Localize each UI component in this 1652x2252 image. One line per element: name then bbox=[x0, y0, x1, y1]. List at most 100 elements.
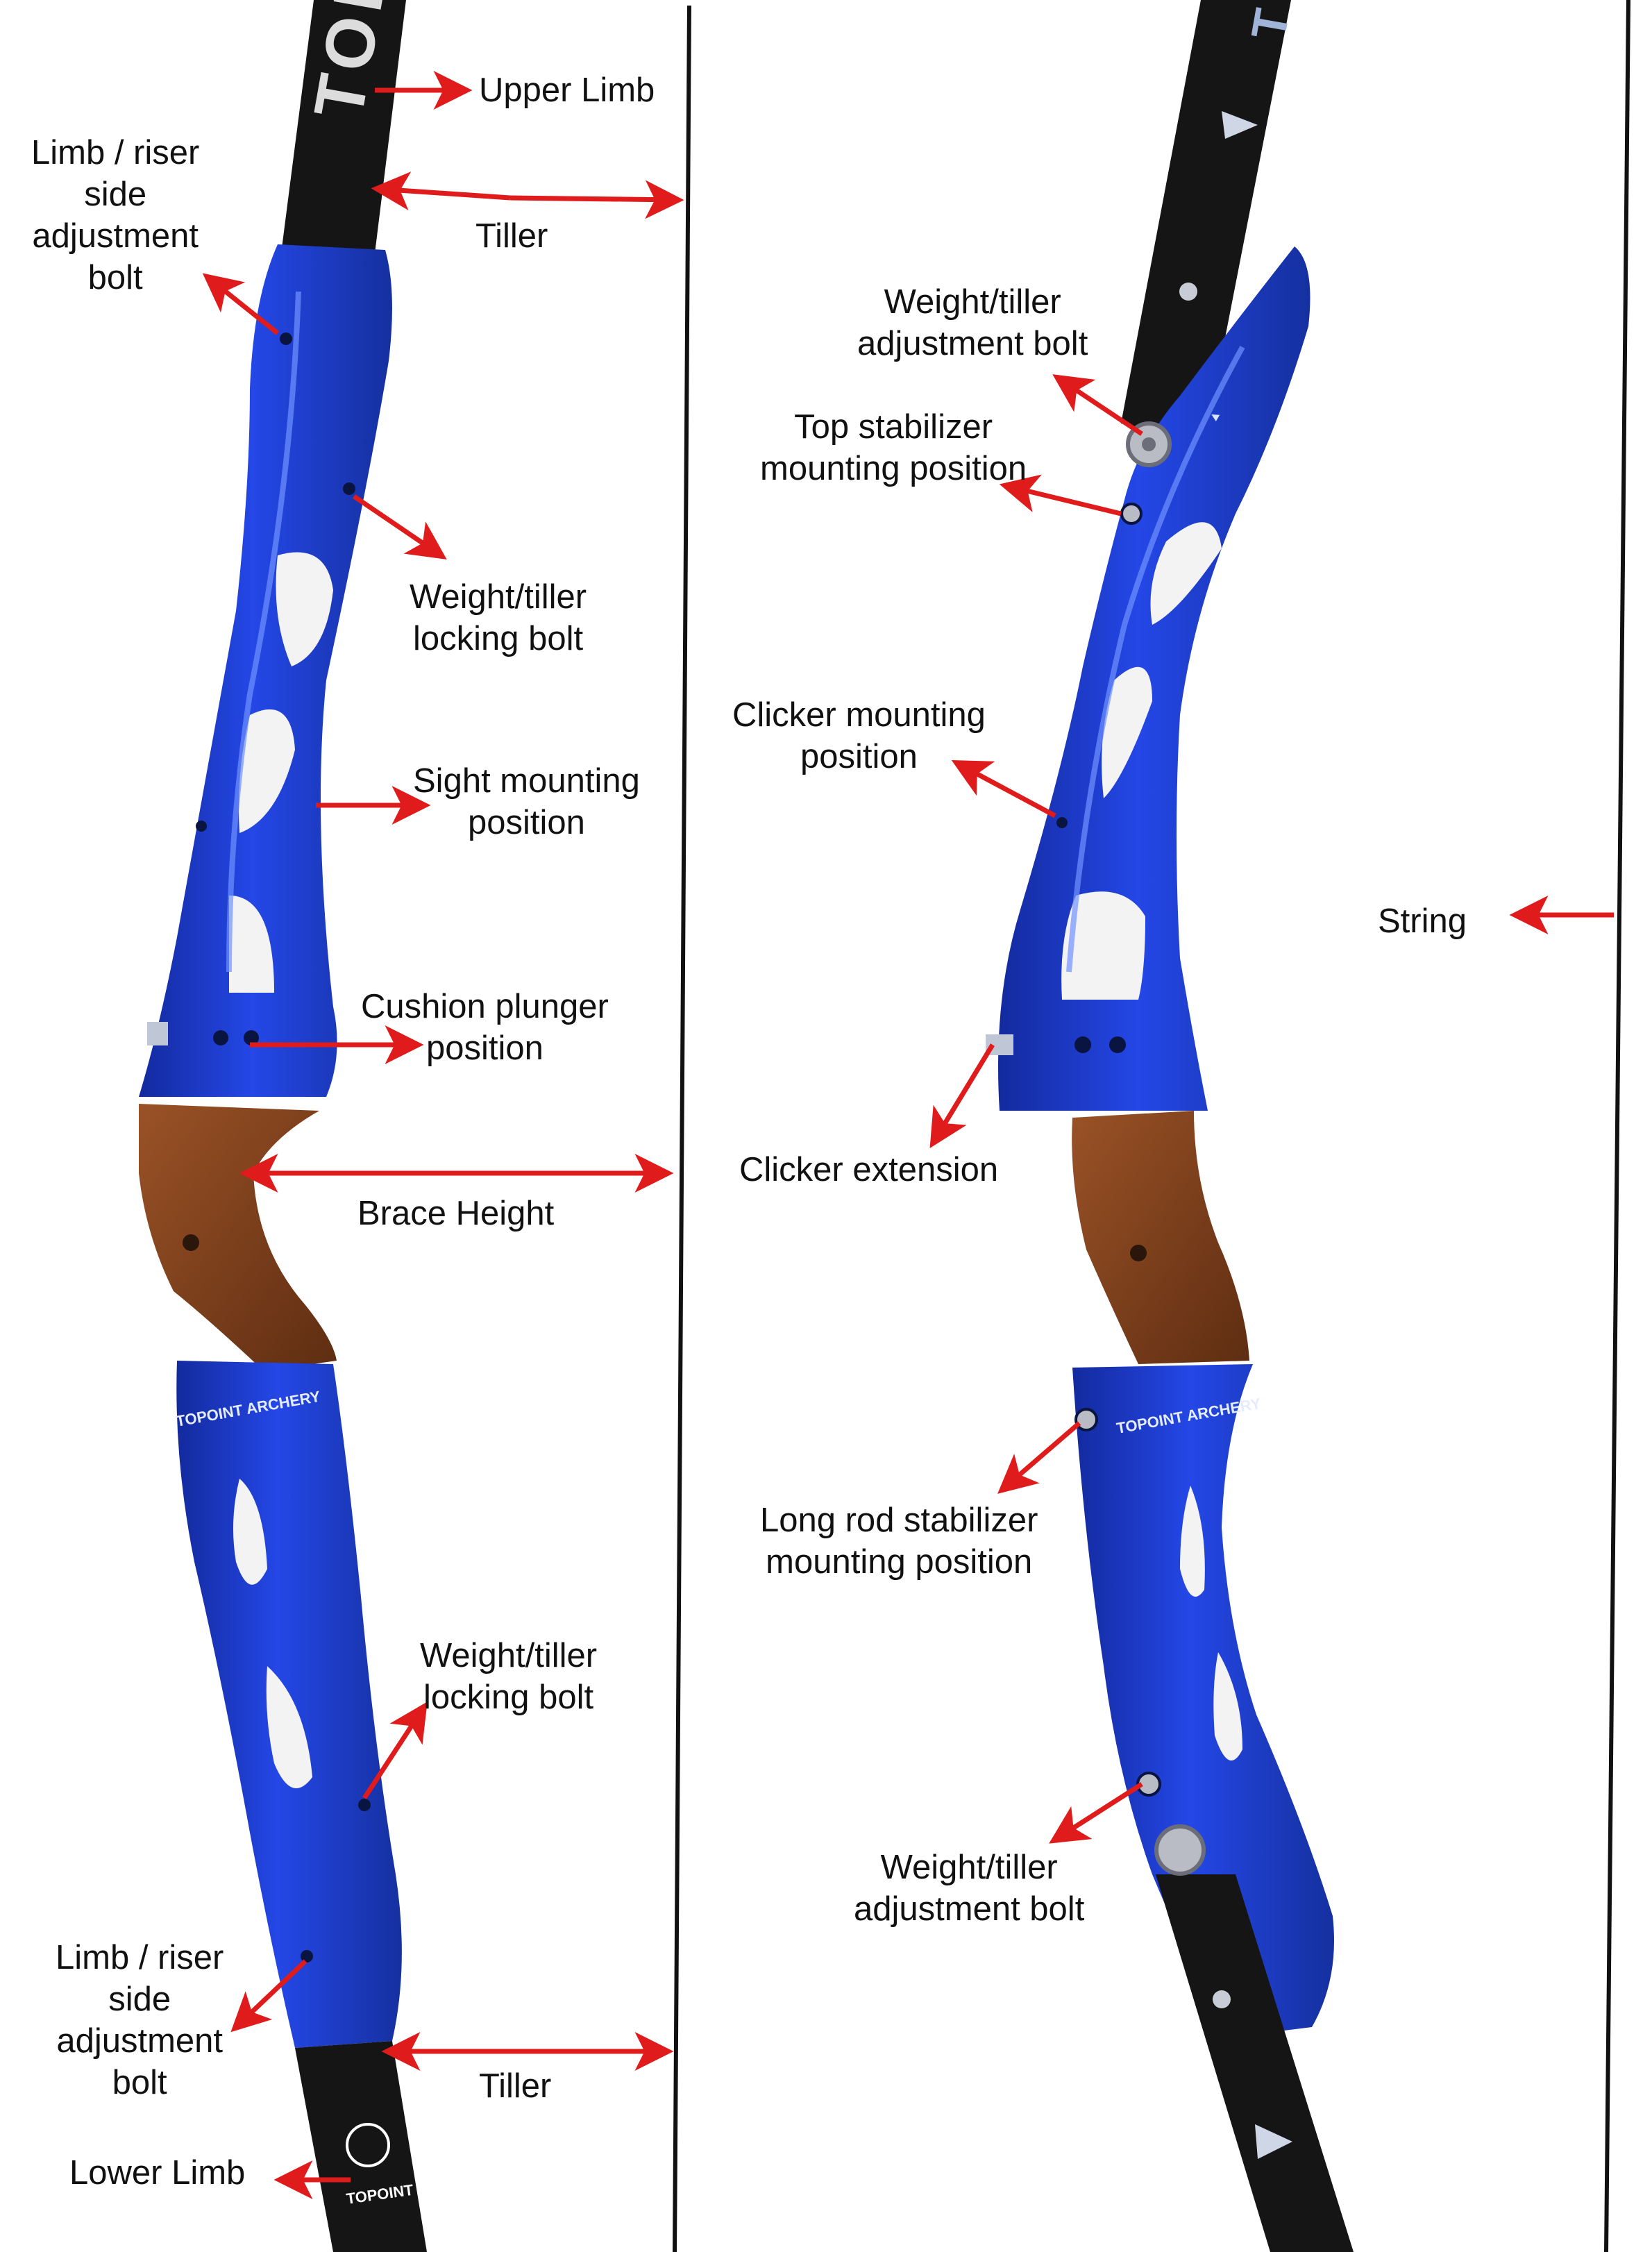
label-clicker-mounting: Clicker mounting position bbox=[732, 694, 986, 778]
label-line: mounting position bbox=[760, 450, 1027, 487]
right-plunger-hole-2 bbox=[1109, 1036, 1126, 1053]
left-upper-riser bbox=[139, 244, 392, 1097]
arrow-weight-adjust-top bbox=[1052, 374, 1143, 436]
label-upper-limb: Upper Limb bbox=[479, 72, 655, 109]
label-line: bolt bbox=[87, 259, 143, 296]
arrow-top-stabilizer bbox=[999, 474, 1122, 516]
left-upper-side-bolt bbox=[280, 333, 292, 345]
center-divider-line bbox=[673, 5, 691, 2252]
label-weight-locking-top: Weight/tiller locking bolt bbox=[410, 576, 587, 659]
arrow-clicker-extension bbox=[929, 1043, 995, 1148]
left-plunger-pin bbox=[147, 1022, 168, 1045]
arrow-tiller-top-a bbox=[371, 171, 511, 211]
right-grip bbox=[1072, 1111, 1249, 1364]
label-limb-riser-top: Limb / riser side adjustment bolt bbox=[31, 132, 199, 299]
right-lower-cutout-2 bbox=[1213, 1652, 1242, 1761]
left-plunger-hole-1 bbox=[213, 1030, 228, 1045]
right-lower-limb-triangle bbox=[1255, 2124, 1292, 2159]
arrow-limb-riser-bottom bbox=[230, 1959, 307, 2033]
right-bow: T ▲ TOPOINT ARCHERY bbox=[986, 0, 1354, 2252]
label-line: side bbox=[84, 176, 147, 213]
label-line: Weight/tiller bbox=[410, 578, 587, 616]
left-riser-highlight bbox=[226, 291, 301, 973]
right-lower-limb-screw bbox=[1213, 1990, 1231, 2008]
arrow-weight-locking-top bbox=[353, 494, 447, 560]
right-top-stabilizer-hole bbox=[1120, 503, 1143, 525]
label-line: mounting position bbox=[766, 1543, 1033, 1581]
left-lower-side-bolt bbox=[301, 1950, 313, 1963]
label-top-stabilizer: Top stabilizer mounting position bbox=[760, 406, 1027, 489]
label-line: position bbox=[800, 738, 918, 775]
label-limb-riser-bottom: Limb / riser side adjustment bolt bbox=[56, 1937, 224, 2103]
right-riser-cutout-3 bbox=[1061, 891, 1145, 1000]
arrow-weight-adjust-bottom bbox=[1049, 1782, 1143, 1844]
label-line: Top stabilizer bbox=[794, 408, 993, 446]
label-weight-adjust-bottom: Weight/tiller adjustment bolt bbox=[854, 1847, 1084, 1930]
right-riser-cutout-2 bbox=[1102, 666, 1152, 798]
label-line: Weight/tiller bbox=[880, 1849, 1058, 1886]
left-sight-hole bbox=[196, 821, 207, 832]
arrow-clicker-mounting bbox=[951, 760, 1056, 818]
label-line: Limb / riser bbox=[56, 1939, 224, 1976]
arrow-weight-locking-bottom bbox=[362, 1701, 428, 1799]
left-lower-locking-bolt bbox=[358, 1799, 371, 1811]
left-lower-cutout-1 bbox=[233, 1479, 267, 1585]
label-sight-mounting: Sight mounting position bbox=[413, 760, 640, 843]
right-lower-limb bbox=[1156, 1874, 1354, 2252]
arrow-limb-riser-top bbox=[202, 273, 280, 335]
label-line: locking bolt bbox=[412, 620, 584, 657]
right-bottom-adjustment-nut bbox=[1154, 1824, 1206, 1876]
left-limb-logo bbox=[346, 2123, 390, 2167]
right-long-rod-hole bbox=[1074, 1408, 1098, 1431]
label-line: adjustment bbox=[32, 217, 199, 255]
bowstring-line bbox=[1604, 0, 1630, 2252]
left-grip bbox=[139, 1104, 337, 1371]
label-weight-locking-bottom: Weight/tiller locking bolt bbox=[420, 1635, 597, 1718]
label-line: Weight/tiller bbox=[420, 1637, 598, 1674]
label-line: adjustment bolt bbox=[854, 1890, 1085, 1928]
right-upper-limb bbox=[1121, 0, 1291, 444]
label-line: adjustment bolt bbox=[857, 325, 1088, 362]
label-line: Cushion plunger bbox=[361, 988, 609, 1025]
left-riser-cutout-2 bbox=[239, 709, 295, 833]
left-riser-cutout-1 bbox=[276, 552, 333, 666]
right-lower-riser bbox=[1072, 1364, 1334, 2037]
label-line: locking bolt bbox=[423, 1679, 594, 1716]
left-lower-cutout-2 bbox=[266, 1666, 312, 1788]
left-upper-locking-bolt bbox=[343, 482, 355, 495]
label-tiller-bottom: Tiller bbox=[479, 2067, 552, 2105]
right-grip-screw bbox=[1130, 1245, 1147, 1261]
label-line: side bbox=[108, 1981, 171, 2018]
right-lower-cutout-1 bbox=[1180, 1486, 1205, 1597]
label-string: String bbox=[1378, 902, 1467, 940]
label-long-rod: Long rod stabilizer mounting position bbox=[760, 1499, 1038, 1583]
arrow-long-rod bbox=[997, 1421, 1081, 1494]
right-top-adjustment-bolt-center bbox=[1142, 437, 1156, 451]
label-line: Long rod stabilizer bbox=[760, 1502, 1038, 1539]
label-cushion-plunger: Cushion plunger position bbox=[361, 986, 609, 1069]
label-line: adjustment bbox=[56, 2022, 224, 2060]
right-clicker-hole bbox=[1056, 817, 1068, 828]
label-lower-limb: Lower Limb bbox=[69, 2154, 246, 2192]
right-plunger-hole-1 bbox=[1074, 1036, 1091, 1053]
left-riser-cutout-3 bbox=[229, 896, 274, 993]
label-brace-height: Brace Height bbox=[357, 1195, 555, 1232]
label-tiller-top: Tiller bbox=[475, 217, 548, 255]
left-bow: TOI TOPOINT ARCHERY TOPOINT bbox=[139, 0, 427, 2252]
label-line: Limb / riser bbox=[31, 134, 200, 171]
label-line: Weight/tiller bbox=[884, 283, 1061, 321]
label-weight-adjust-top: Weight/tiller adjustment bolt bbox=[857, 281, 1088, 364]
left-lower-limb bbox=[295, 2041, 427, 2252]
right-riser-cutout-1 bbox=[1150, 522, 1222, 625]
left-grip-screw bbox=[183, 1234, 199, 1251]
label-clicker-extension: Clicker extension bbox=[739, 1151, 999, 1188]
label-line: position bbox=[467, 804, 585, 841]
label-line: position bbox=[425, 1030, 543, 1067]
right-riser-highlight bbox=[1066, 346, 1245, 973]
arrow-tiller-top-b bbox=[509, 180, 684, 219]
label-line: Clicker mounting bbox=[732, 696, 986, 734]
arrows bbox=[202, 71, 1614, 2199]
label-line: Sight mounting bbox=[413, 762, 640, 800]
label-line: bolt bbox=[112, 2064, 167, 2101]
